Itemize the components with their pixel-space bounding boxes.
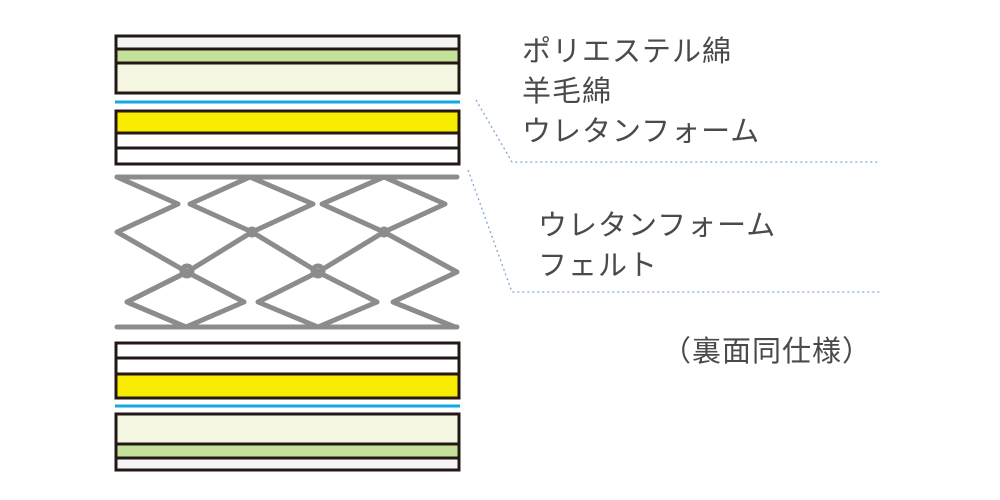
label-polyester: ポリエステル綿: [522, 34, 733, 68]
cushion-layer: [114, 61, 461, 95]
spring-unit: [114, 174, 460, 330]
spring-coil: [255, 269, 380, 330]
felt-layer: [114, 341, 461, 360]
cushion-layer: [114, 412, 461, 446]
felt-layer: [114, 356, 461, 376]
leader-line-top: [475, 99, 880, 163]
top-urethane-layers: [114, 109, 461, 166]
spring-coil: [124, 269, 247, 330]
felt-layer: [114, 146, 461, 166]
wool-layer: [114, 442, 461, 460]
bottom-padding-layers: [114, 412, 461, 472]
label-reverse-same: （裏面同仕様）: [662, 334, 873, 368]
label-urethane-middle: ウレタンフォーム: [538, 208, 777, 242]
spring-coil: [184, 229, 460, 330]
spring-coil: [187, 174, 316, 235]
label-wool: 羊毛綿: [522, 74, 613, 108]
label-urethane-top: ウレタンフォーム: [522, 114, 761, 148]
spring-knot: [179, 263, 195, 279]
wool-layer: [114, 47, 461, 65]
spring-coil: [319, 174, 448, 235]
polyester-layer: [114, 456, 461, 472]
spring-knot: [378, 226, 390, 238]
spring-knot: [310, 263, 326, 279]
leader-line-middle: [467, 169, 880, 293]
polyester-layer: [114, 34, 461, 51]
label-felt: フェルト: [538, 248, 659, 282]
spring-knot: [246, 226, 258, 238]
top-padding-layers: [114, 34, 461, 95]
urethane-yellow-layer: [114, 109, 461, 135]
bottom-urethane-layers: [114, 341, 461, 400]
felt-layer: [114, 131, 461, 150]
urethane-yellow-layer: [114, 372, 461, 400]
